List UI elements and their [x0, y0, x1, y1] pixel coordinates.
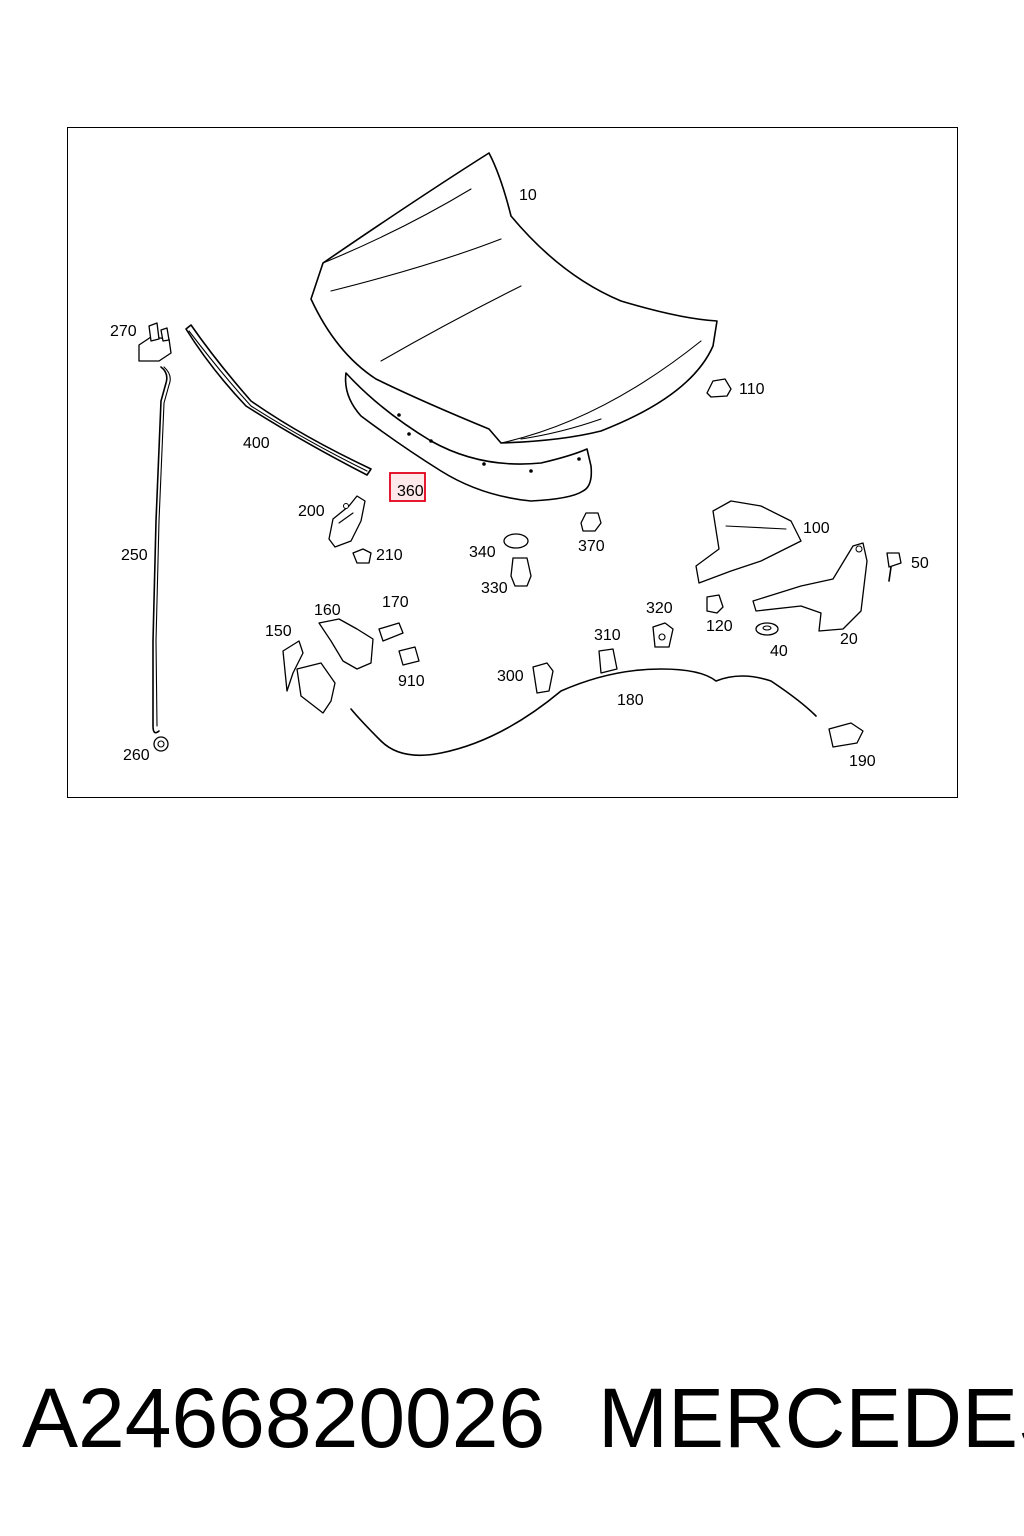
hood-lock-assembly [282, 618, 420, 714]
stop-buffer [598, 648, 618, 674]
cable-holder [652, 622, 674, 648]
callout-120: 120 [706, 618, 733, 635]
callout-10: 10 [519, 187, 537, 204]
callout-210: 210 [376, 547, 403, 564]
callout-190: 190 [849, 753, 876, 770]
callout-170: 170 [382, 594, 409, 611]
hood-insulation-mat [344, 372, 593, 502]
callout-200: 200 [298, 503, 325, 520]
callout-100: 100 [803, 520, 830, 537]
parts-diagram: 10 20 40 50 100 110 120 150 160 170 180 … [110, 152, 929, 770]
hex-nut [755, 622, 779, 636]
callout-260: 260 [123, 747, 150, 764]
callout-110: 110 [739, 381, 765, 398]
callout-340: 340 [469, 544, 496, 561]
callout-150: 150 [265, 623, 292, 640]
stud-clip [580, 512, 602, 532]
clip [352, 548, 372, 564]
callout-300: 300 [497, 668, 524, 685]
callout-370: 370 [578, 538, 605, 555]
callout-310: 310 [594, 627, 621, 644]
callout-330: 330 [481, 580, 508, 597]
retaining-clip [706, 594, 724, 614]
holder-clip [532, 662, 554, 694]
prop-rod [152, 366, 171, 734]
hood-outer-panel [310, 152, 718, 444]
callout-360: 360 [397, 483, 424, 500]
callout-20: 20 [840, 631, 858, 648]
rubber-grommet [706, 378, 732, 398]
callout-320: 320 [646, 600, 673, 617]
hood-hinge [752, 542, 868, 632]
release-cable [350, 668, 817, 757]
release-handle [828, 722, 864, 748]
callout-40: 40 [770, 643, 788, 660]
callout-180: 180 [617, 692, 644, 709]
callout-400: 400 [243, 435, 270, 452]
parts-diagram-frame: 10 20 40 50 100 110 120 150 160 170 180 … [67, 127, 958, 798]
callout-360-highlight-box [389, 472, 426, 502]
callout-250: 250 [121, 547, 148, 564]
hinge-cover [695, 500, 802, 584]
callout-50: 50 [911, 555, 929, 572]
brand-name: MERCEDES [598, 1371, 1024, 1465]
hinge-bolt [886, 552, 902, 582]
latch-bracket [328, 495, 366, 548]
footer-caption: A2466820026 MERCEDES [0, 1368, 1024, 1468]
seal-strip [185, 324, 372, 476]
callout-270: 270 [110, 323, 137, 340]
callout-910: 910 [398, 673, 425, 690]
rubber-buffer [503, 533, 532, 587]
grommet [153, 736, 169, 752]
part-number: A2466820026 [22, 1371, 546, 1465]
callout-160: 160 [314, 602, 341, 619]
prop-rod-bracket [138, 322, 172, 362]
